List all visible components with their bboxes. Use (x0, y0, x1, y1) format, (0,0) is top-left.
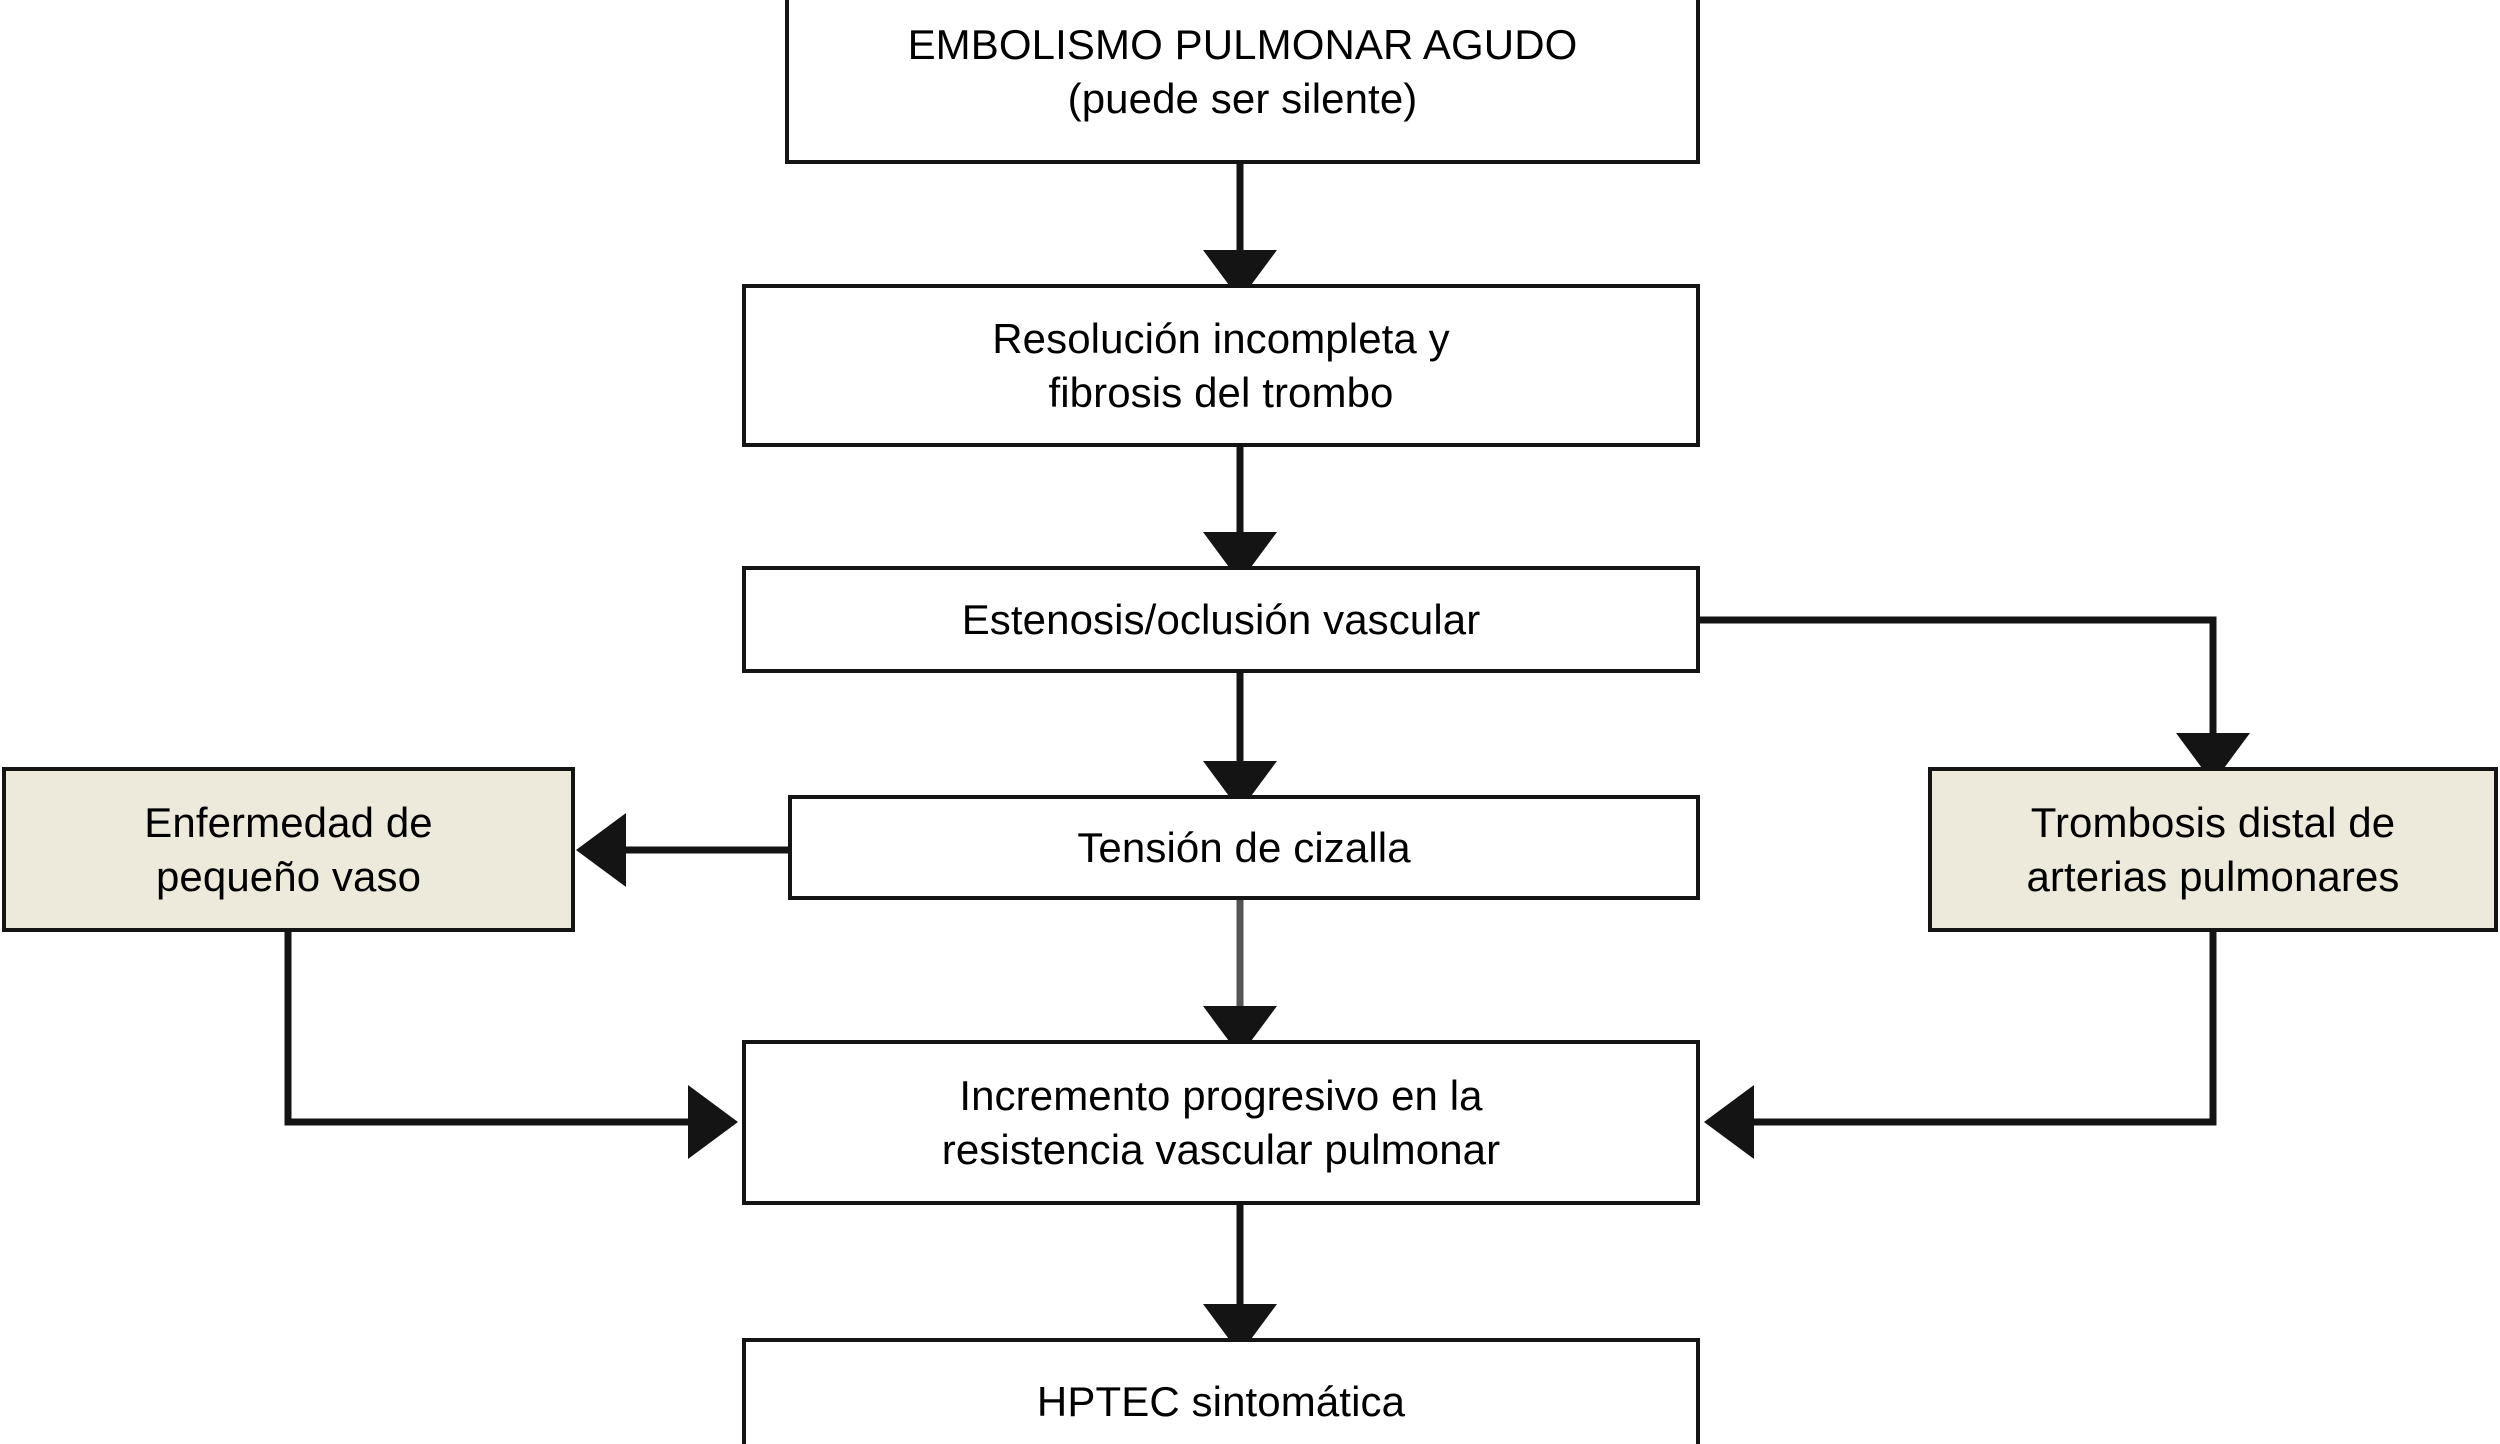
connector-trombosis-to-incremento (1704, 932, 2217, 1159)
node-hptec-sintomatica[interactable]: HPTEC sintomática (742, 1338, 1700, 1444)
node-label: Trombosis distal de arterias pulmonares (2026, 798, 2400, 900)
node-enfermedad-pequeno-vaso[interactable]: Enfermedad de pequeño vaso (2, 767, 575, 932)
node-label: HPTEC sintomática (1036, 1378, 1406, 1426)
node-label: Tensión de cizalla (1077, 823, 1411, 871)
node-trombosis-distal-arterias-pulmonares[interactable]: Trombosis distal de arterias pulmonares (1928, 767, 2498, 932)
node-label: EMBOLISMO PULMONAR AGUDO (puede ser sile… (907, 21, 1578, 122)
connector-resolucion-to-estenosis (1203, 447, 1277, 582)
node-label: Estenosis/oclusión vascular (961, 595, 1481, 643)
connector-cizalla-to-enfermedad (576, 813, 788, 887)
node-estenosis-oclusion-vascular[interactable]: Estenosis/oclusión vascular (742, 566, 1700, 673)
connector-enfermedad-to-incremento (284, 932, 738, 1159)
connector-embolismo-to-resolucion (1203, 164, 1277, 300)
connector-incremento-to-hptec (1203, 1205, 1277, 1354)
node-label: Resolución incompleta y fibrosis del tro… (992, 314, 1450, 416)
node-label: Enfermedad de pequeño vaso (144, 798, 433, 900)
connector-cizalla-to-incremento (1203, 900, 1277, 1056)
node-label: Incremento progresivo en la resistencia … (941, 1071, 1501, 1173)
node-incremento-resistencia-vascular-pulmonar[interactable]: Incremento progresivo en la resistencia … (742, 1040, 1700, 1205)
node-resolucion-incompleta[interactable]: Resolución incompleta y fibrosis del tro… (742, 284, 1700, 447)
node-embolismo-pulmonar-agudo[interactable]: EMBOLISMO PULMONAR AGUDO (puede ser sile… (785, 0, 1700, 164)
node-tension-de-cizalla[interactable]: Tensión de cizalla (788, 795, 1700, 900)
connector-estenosis-to-trombosis (1700, 616, 2250, 783)
connector-estenosis-to-cizalla (1203, 673, 1277, 811)
